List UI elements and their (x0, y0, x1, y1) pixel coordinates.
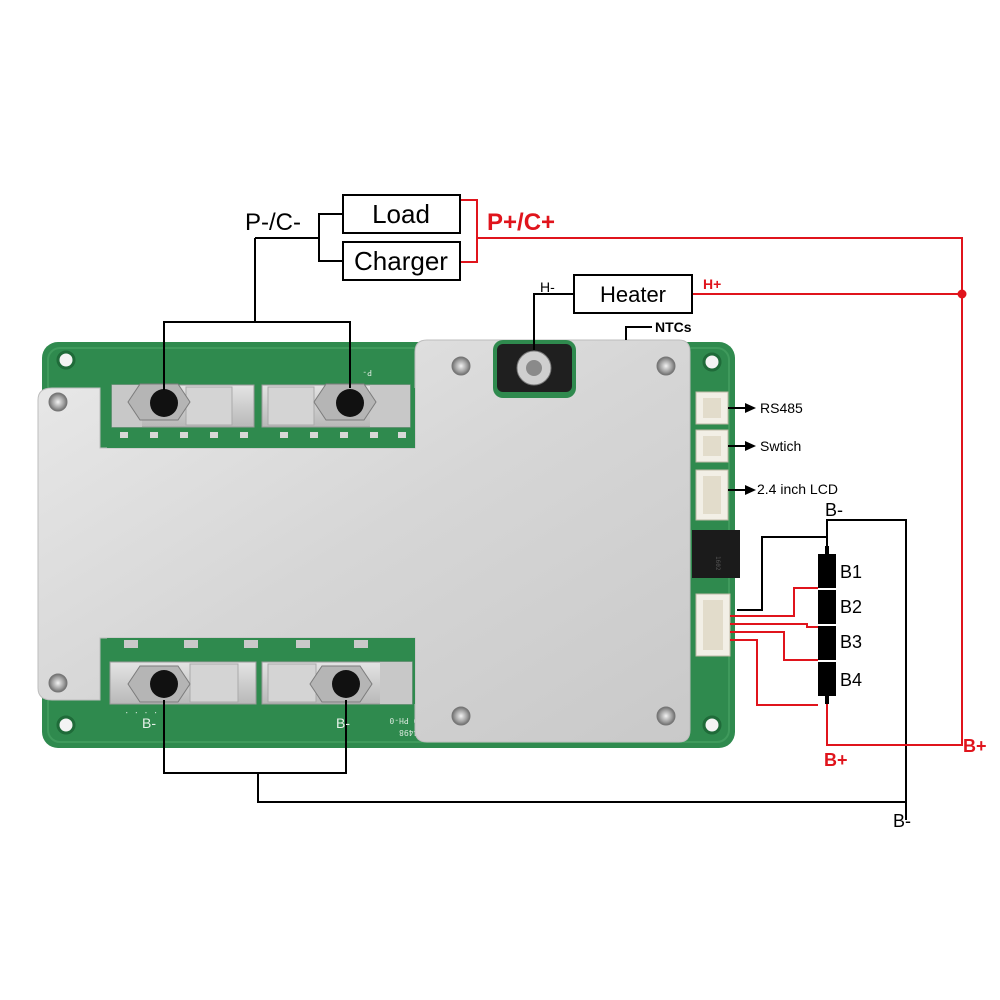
black-wires (163, 213, 907, 820)
switch-label: Swtich (760, 438, 801, 454)
red-wires (461, 199, 963, 746)
svg-text:1602: 1602 (714, 556, 721, 571)
heater-terminal (497, 344, 572, 392)
balance-connector (695, 593, 731, 657)
load-box: Load (342, 194, 461, 234)
black-module: 1602 (692, 530, 740, 578)
load-label: Load (372, 199, 430, 229)
h-minus-label: H- (540, 279, 555, 295)
pc-plus-label: P+/C+ (487, 209, 555, 236)
lcd-connector (695, 469, 729, 521)
pc-minus-label: P-/C- (245, 209, 301, 236)
charger-box: Charger (342, 241, 461, 281)
p-minus-stud-right (313, 383, 377, 421)
cell-b4 (818, 662, 836, 696)
b3-label: B3 (840, 632, 862, 652)
heater-label: Heater (600, 282, 666, 307)
h-plus-label: H+ (703, 276, 721, 292)
cell-b3 (818, 626, 836, 660)
b1-label: B1 (840, 562, 862, 582)
b-plus-bottom-label: B+ (824, 750, 848, 770)
rs485-connector (695, 391, 729, 425)
mounting-holes (56, 350, 722, 735)
connectors: 1602 (692, 391, 740, 657)
b2-label: B2 (840, 597, 862, 617)
arrow-heads (745, 403, 756, 495)
battery-cells (818, 546, 836, 704)
heatsink-screws (48, 356, 676, 726)
b-minus-bottom-label: B- (893, 811, 911, 831)
b-minus-stud-right (309, 665, 373, 703)
switch-connector (695, 429, 729, 463)
svg-text:. . . .: . . . . (124, 710, 158, 719)
h-plus-junction (957, 289, 967, 299)
b-minus-stud-left (127, 665, 191, 703)
svg-text:0.4498: 0.4498 (399, 728, 428, 737)
b-plus-right-label: B+ (963, 736, 987, 756)
cell-b2 (818, 590, 836, 624)
terminal-studs (127, 383, 377, 703)
b4-label: B4 (840, 670, 862, 690)
p-minus-stud-left (127, 383, 191, 421)
svg-text:P-: P- (362, 368, 372, 377)
cell-b1 (818, 554, 836, 588)
charger-label: Charger (354, 246, 448, 276)
rs485-label: RS485 (760, 400, 803, 416)
svg-text:V-0 PH-0: V-0 PH-0 (389, 716, 428, 725)
board-b-minus-right: B- (336, 715, 350, 731)
ntcs-label: NTCs (655, 319, 692, 335)
board-b-minus-left: B- (142, 715, 156, 731)
lcd-label: 2.4 inch LCD (757, 481, 838, 497)
heater-box: Heater (573, 274, 693, 314)
b-minus-top-label: B- (825, 500, 843, 520)
